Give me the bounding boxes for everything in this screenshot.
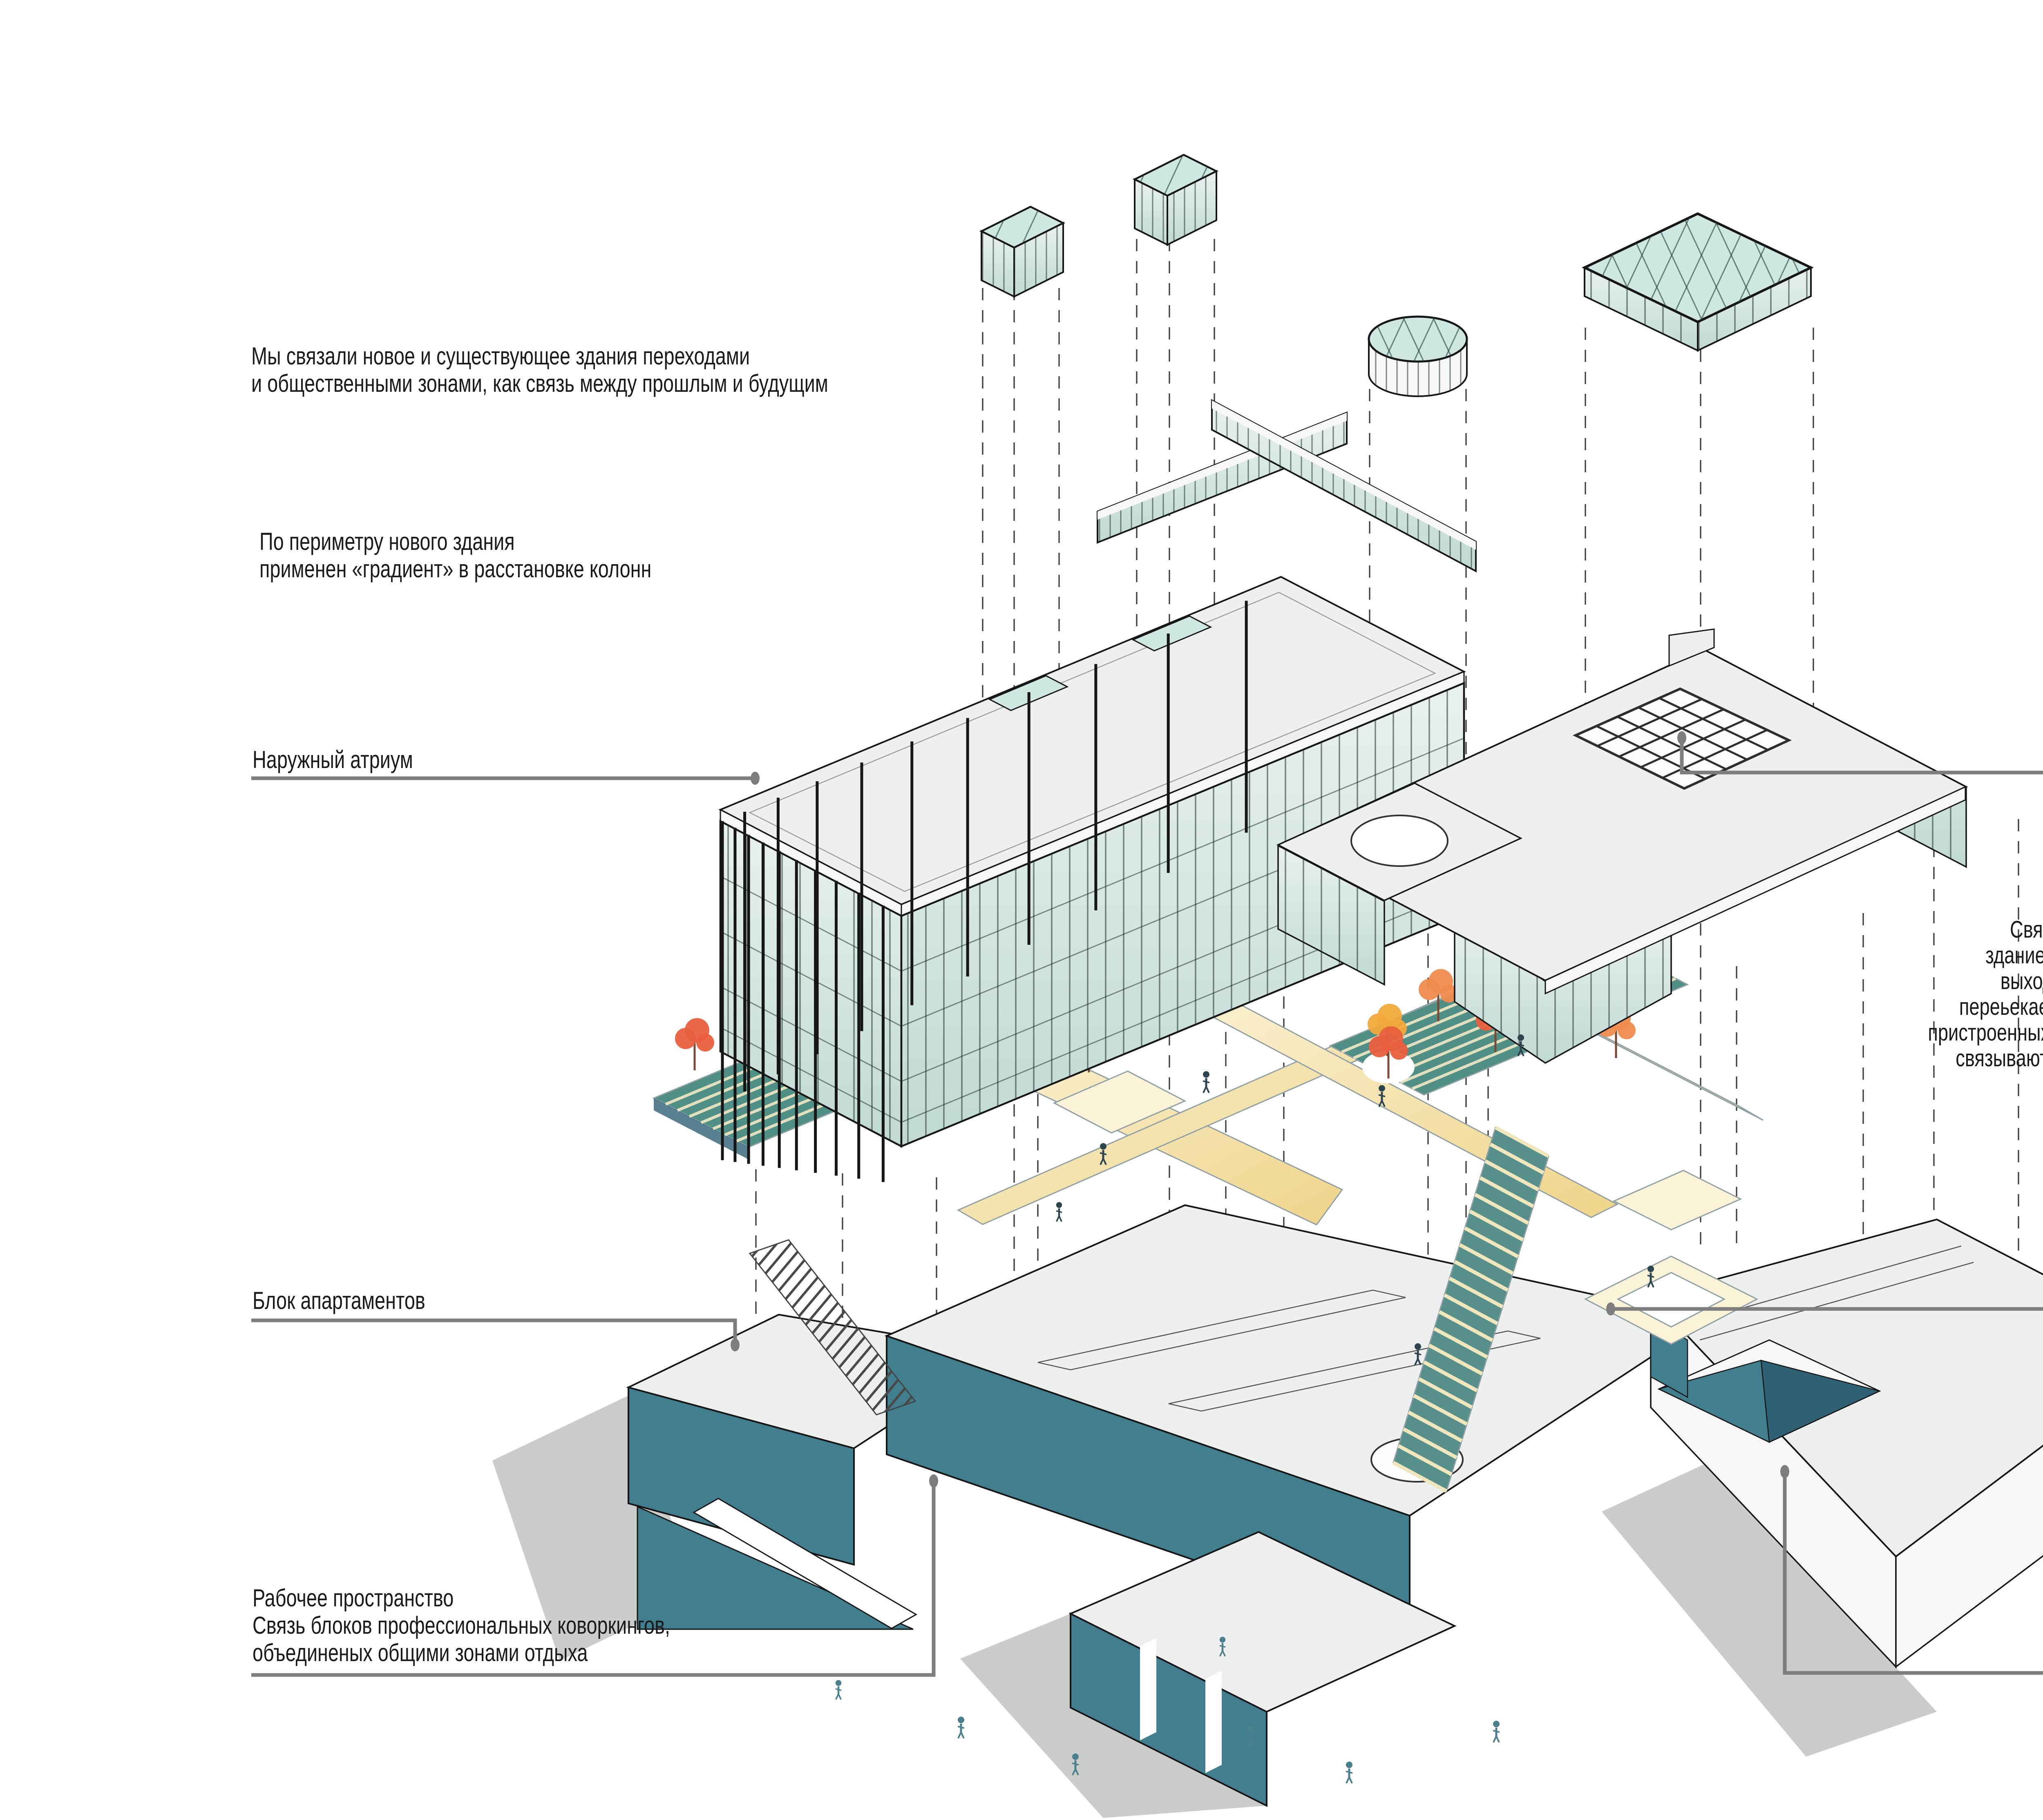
- label-outer-atrium: Наружный атриум: [253, 746, 413, 773]
- glass-pavilion: [979, 205, 1066, 298]
- note-line: здание в единый организм: [1928, 1071, 2043, 1097]
- leader-apartments: [251, 1318, 740, 1351]
- stair-ramp: [1392, 1126, 1550, 1493]
- leader-food-hall: [1606, 1302, 2043, 1315]
- note-line: связывают существующее и проектируемое: [1956, 1045, 2043, 1072]
- note-line: здание, соединяя этажи, но часть из них: [1985, 942, 2043, 969]
- note-line: пристроенных блоков, которые в свою очер…: [1928, 1019, 2043, 1046]
- note-line: Мы связали новое и существующее здания п…: [251, 342, 750, 370]
- note-line: Связь пандусов как бы окутывает все: [2009, 916, 2043, 943]
- leader-outer-atrium: [251, 772, 760, 785]
- glass-pavilion: [1132, 154, 1219, 246]
- label-apartments: Блок апартаментов: [253, 1287, 425, 1314]
- shadow: [1602, 1463, 1937, 1757]
- note-line: переьекает в эксплуатируе зеленые кровли: [1959, 994, 2043, 1020]
- note-line: Рабочее пространство: [253, 1584, 454, 1612]
- note-line: выходят заграницу рабочего корпуса и: [2000, 968, 2043, 994]
- note-ramps: Связь пандусов как бы окутывает все здан…: [1928, 917, 2043, 1097]
- note-line: и общественными зонами, как связь между …: [251, 370, 828, 397]
- scale-figures: [835, 1034, 1654, 1784]
- cylinder-skylight: [1368, 315, 1468, 397]
- leader-existing: [1780, 1465, 2043, 1675]
- colonnade-gradient-columns: [721, 601, 1248, 1182]
- linking-building: [1276, 628, 1968, 1064]
- new-building: [718, 576, 1466, 1182]
- hatched-stair: [749, 1239, 916, 1416]
- colonnade-grid-plate: [1582, 212, 1814, 352]
- circular-skylight: [1350, 815, 1448, 867]
- leader-inner-atrium: [1677, 731, 2043, 775]
- note-workspace: Рабочее пространство Связь блоков профес…: [253, 1584, 670, 1666]
- podium-massing: [492, 1204, 2043, 1818]
- note-perimeter-gradient: По периметру нового здания применен «гра…: [259, 528, 651, 583]
- coworking-annex: [1068, 1531, 1457, 1807]
- note-line: применен «градиент» в расстановке колонн: [259, 555, 652, 583]
- note-line: объединеных общими зонами отдыха: [253, 1639, 588, 1666]
- note-line: Связь блоков профессиональных коворкинго…: [253, 1612, 670, 1639]
- note-line: По периметру нового здания: [259, 528, 515, 555]
- glazed-bridges: [1097, 399, 1477, 573]
- note-connection: Мы связали новое и существующее здания п…: [251, 342, 828, 397]
- ramp-loop: [1584, 1255, 1759, 1345]
- leader-workspace: [251, 1474, 938, 1677]
